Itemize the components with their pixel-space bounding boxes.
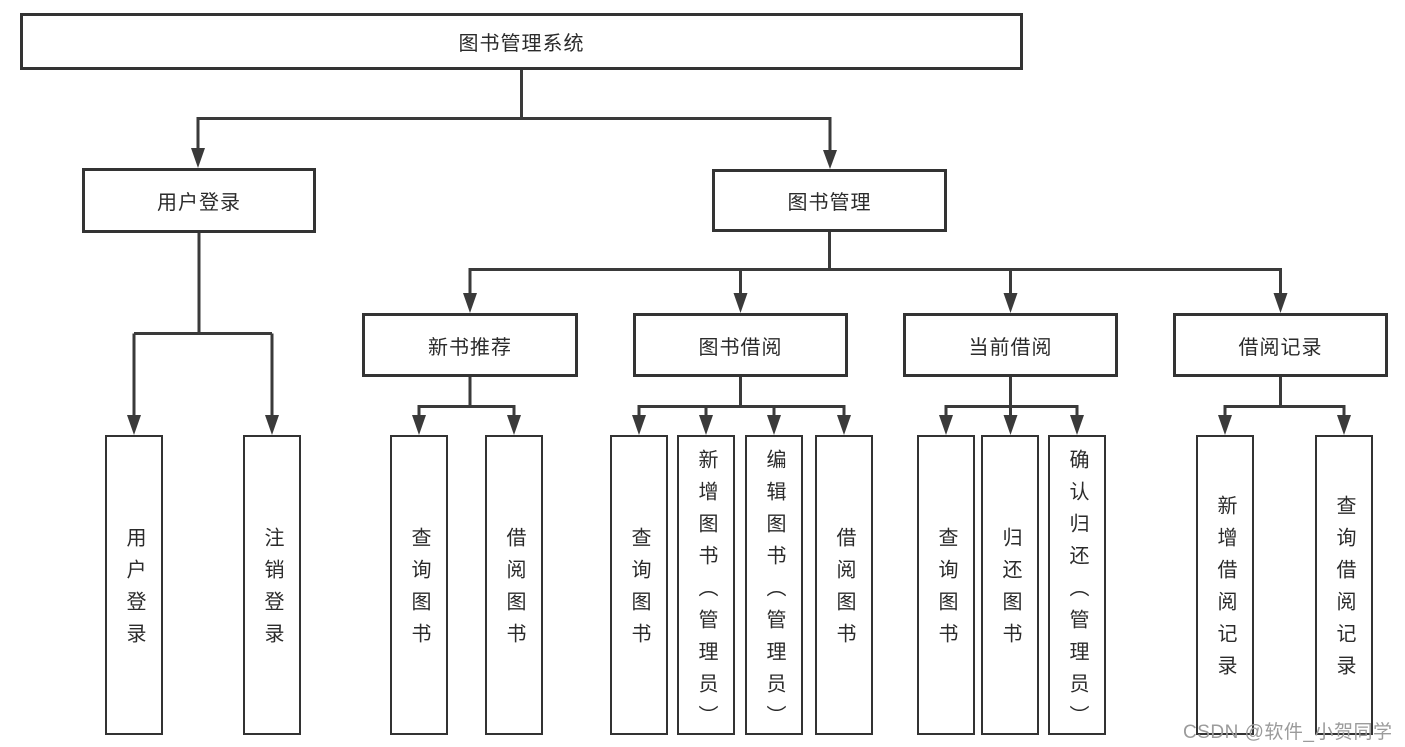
node-book-borrowing: 图书借阅 <box>633 313 848 377</box>
leaf-query-books-recommend-label: 查询图书 <box>408 527 430 655</box>
leaf-query-books-recommend: 查询图书 <box>390 435 448 735</box>
leaf-edit-books-admin-label: 编辑图书（管理员） <box>763 449 785 737</box>
leaf-confirm-return-admin: 确认归还（管理员） <box>1048 435 1106 737</box>
leaf-borrow-books-recommend: 借阅图书 <box>485 435 543 735</box>
leaf-query-borrow-record: 查询借阅记录 <box>1315 435 1373 735</box>
leaf-borrow-books: 借阅图书 <box>815 435 873 735</box>
leaf-add-books-admin-label: 新增图书（管理员） <box>695 449 717 737</box>
node-borrow-records: 借阅记录 <box>1173 313 1388 377</box>
node-new-book-recommend: 新书推荐 <box>362 313 578 377</box>
leaf-query-borrow-record-label: 查询借阅记录 <box>1333 495 1355 687</box>
leaf-query-books-borrowing: 查询图书 <box>610 435 668 735</box>
leaf-add-books-admin: 新增图书（管理员） <box>677 435 735 737</box>
leaf-logout-label: 注销登录 <box>261 527 283 655</box>
leaf-logout: 注销登录 <box>243 435 301 735</box>
leaf-return-books: 归还图书 <box>981 435 1039 735</box>
leaf-query-books-current: 查询图书 <box>917 435 975 735</box>
leaf-add-borrow-record: 新增借阅记录 <box>1196 435 1254 735</box>
leaf-add-borrow-record-label: 新增借阅记录 <box>1214 495 1236 687</box>
leaf-return-books-label: 归还图书 <box>999 527 1021 655</box>
csdn-watermark: CSDN @软件_小贺同学 <box>1183 722 1393 743</box>
leaf-borrow-books-label: 借阅图书 <box>833 527 855 655</box>
leaf-query-books-borrowing-label: 查询图书 <box>628 527 650 655</box>
leaf-user-login: 用户登录 <box>105 435 163 735</box>
leaf-confirm-return-admin-label: 确认归还（管理员） <box>1066 449 1088 737</box>
leaf-edit-books-admin: 编辑图书（管理员） <box>745 435 803 737</box>
leaf-borrow-books-recommend-label: 借阅图书 <box>503 527 525 655</box>
node-root-system: 图书管理系统 <box>20 13 1023 70</box>
node-current-borrowing: 当前借阅 <box>903 313 1118 377</box>
leaf-user-login-label: 用户登录 <box>123 527 145 655</box>
node-book-management: 图书管理 <box>712 169 947 232</box>
node-user-login: 用户登录 <box>82 168 316 233</box>
leaf-query-books-current-label: 查询图书 <box>935 527 957 655</box>
